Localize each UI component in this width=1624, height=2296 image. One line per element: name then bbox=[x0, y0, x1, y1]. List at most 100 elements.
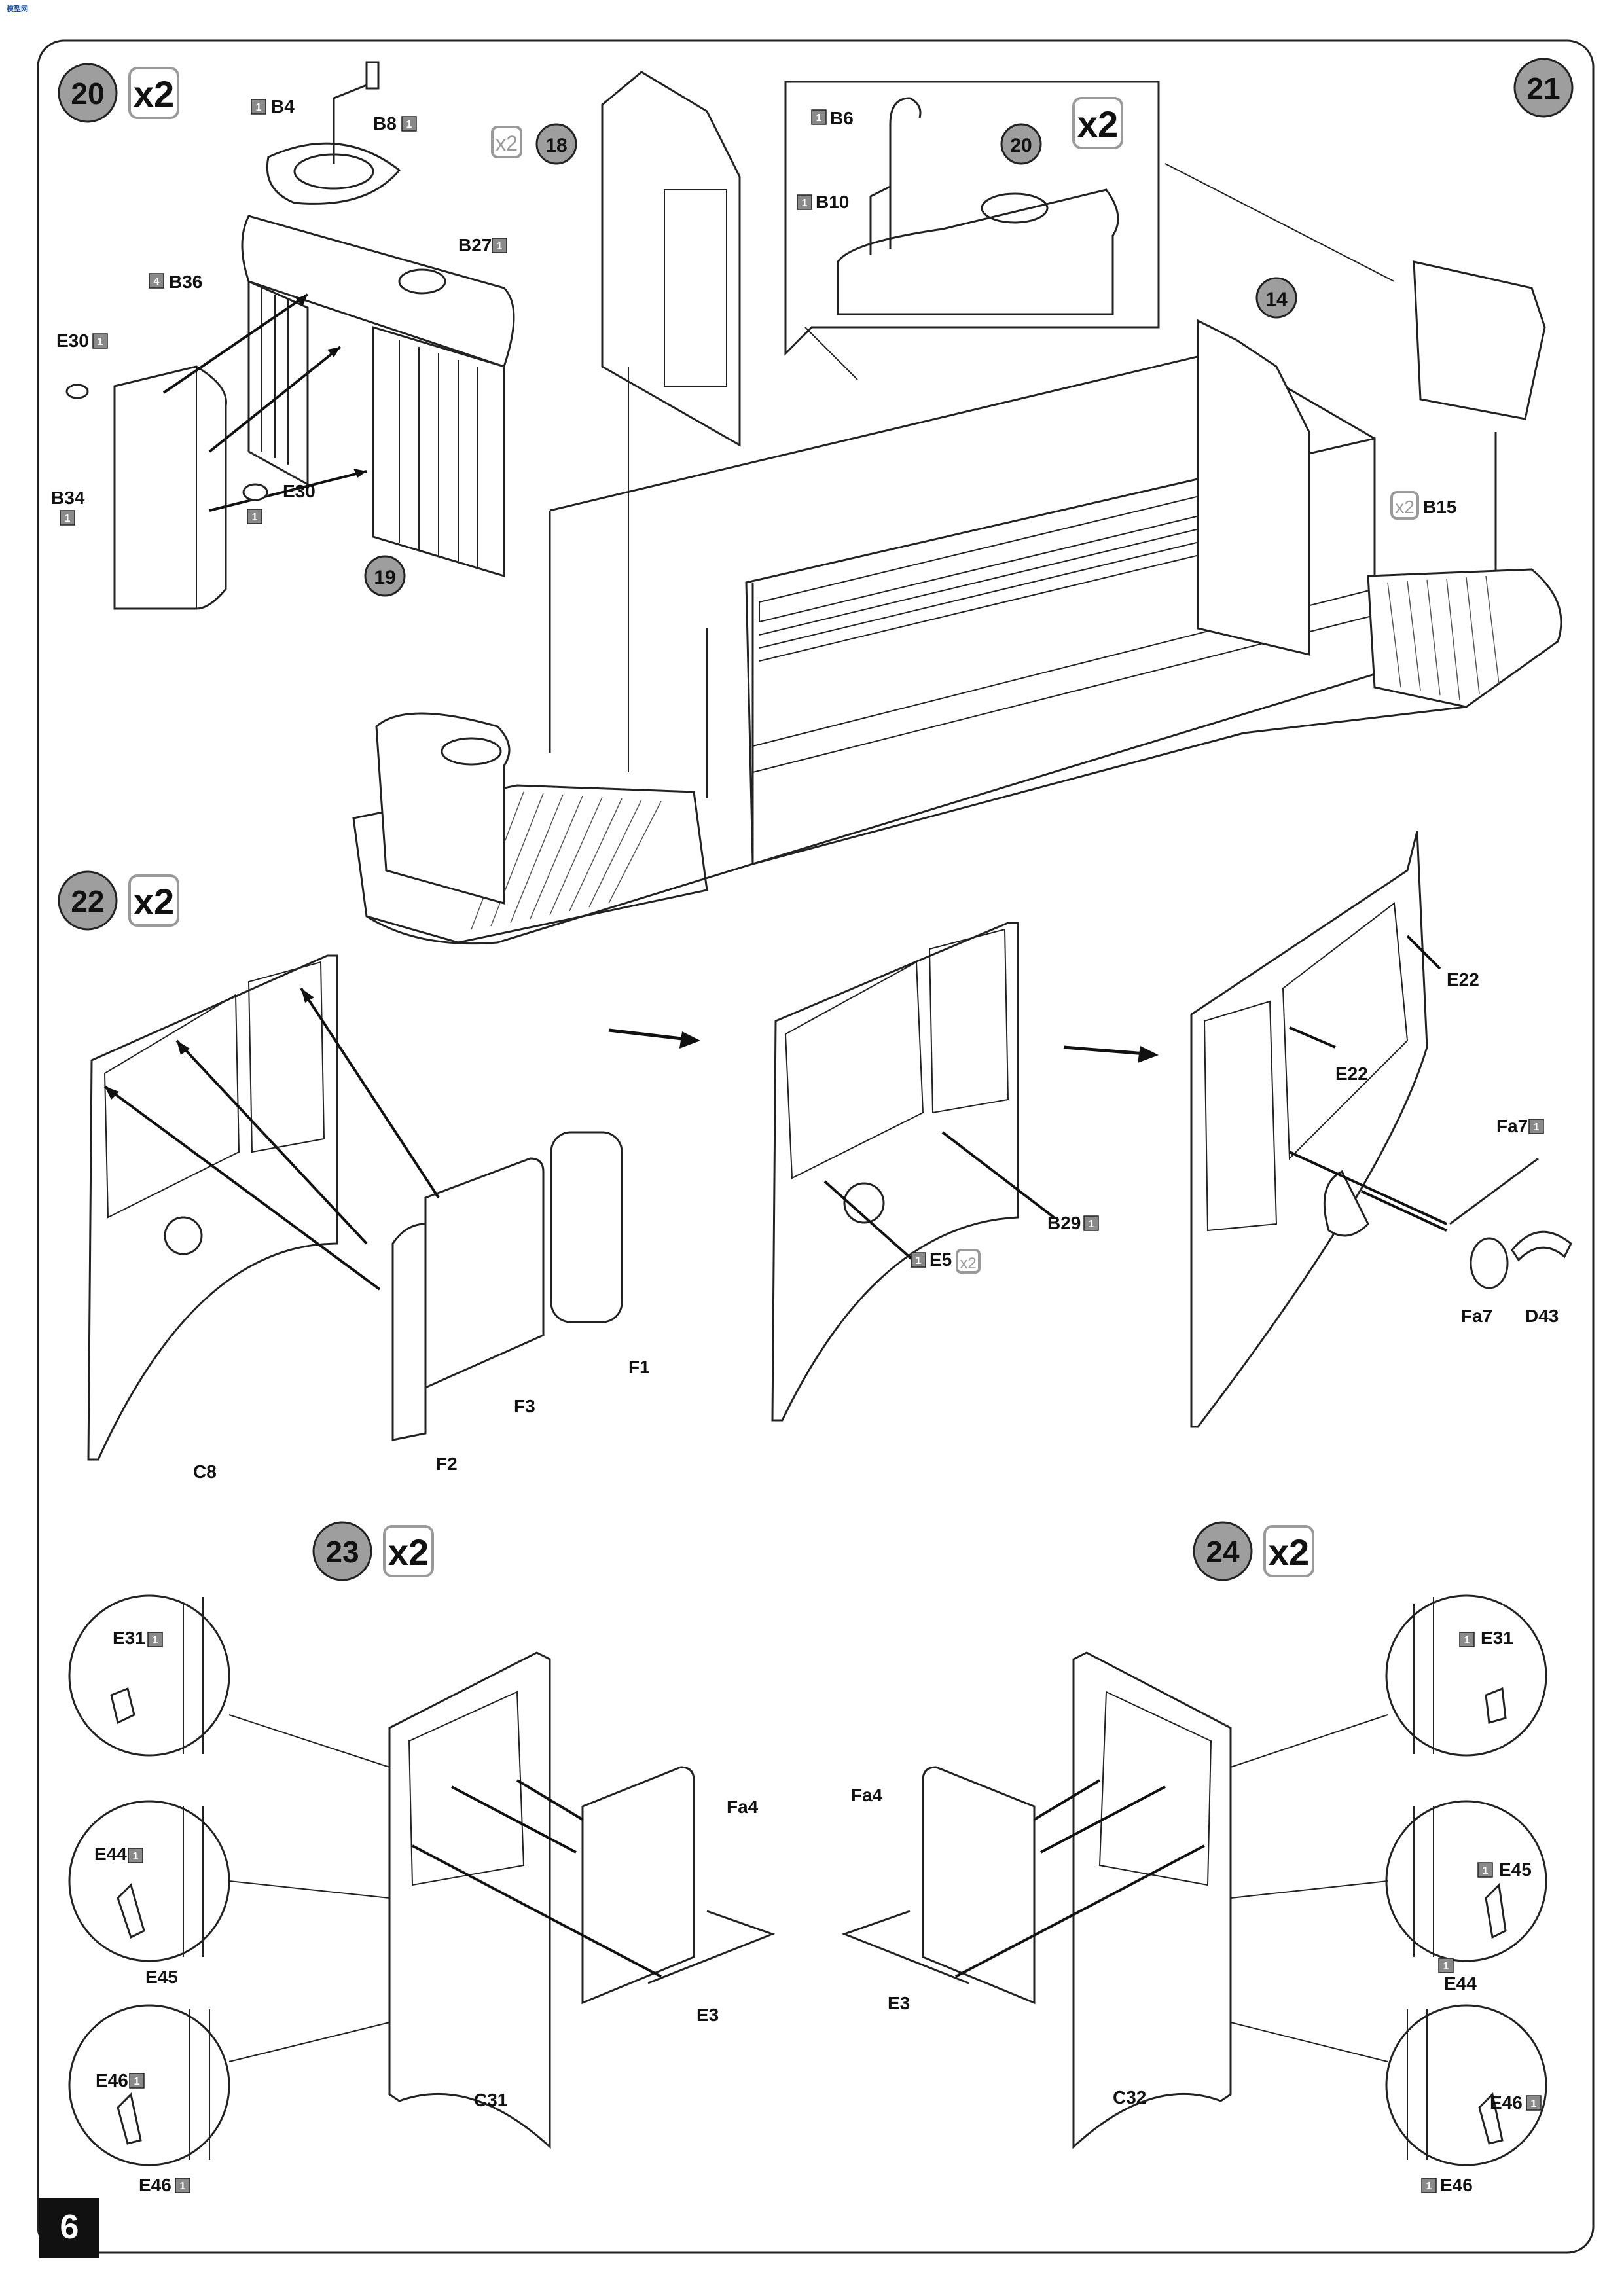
qty-box bbox=[811, 109, 827, 125]
part-label-e46b: E46 bbox=[139, 2175, 171, 2195]
stand-controller bbox=[441, 737, 502, 766]
detail-circle-e44 bbox=[68, 1800, 230, 1962]
qty-box bbox=[1528, 1119, 1544, 1134]
door-frame-inner bbox=[408, 1691, 525, 1886]
qty-box bbox=[911, 1252, 926, 1268]
qty-box bbox=[128, 1848, 143, 1863]
hinge-e45 bbox=[1485, 1882, 1507, 1939]
arrow bbox=[162, 293, 367, 512]
multiplier-box-small bbox=[1390, 491, 1419, 520]
window-frame bbox=[1203, 902, 1409, 1232]
crank-handle bbox=[365, 61, 380, 90]
qty-box bbox=[1459, 1632, 1475, 1647]
qty: 1 bbox=[1443, 1961, 1449, 1972]
hinge-e31 bbox=[1485, 1687, 1507, 1724]
box-b34 bbox=[113, 365, 227, 610]
detail-circle-e45 bbox=[1385, 1800, 1547, 1962]
pointer-lines bbox=[1230, 1714, 1388, 2062]
multiplier-box bbox=[128, 874, 179, 927]
qty: 1 bbox=[65, 513, 71, 524]
door-frame-inner bbox=[1098, 1691, 1212, 1886]
multiplier-label: x2 bbox=[388, 1532, 429, 1573]
step-number: 21 bbox=[1526, 71, 1560, 105]
glass-f2 bbox=[391, 1223, 427, 1441]
multiplier-box bbox=[128, 67, 179, 119]
part-label-b8: B8 bbox=[373, 113, 397, 134]
control-stand-left bbox=[375, 712, 511, 905]
callout-14-label: 14 bbox=[1265, 289, 1288, 310]
callout-18-label: 18 bbox=[545, 135, 567, 156]
qty: 1 bbox=[252, 512, 258, 523]
part-label-e45: E45 bbox=[1499, 1859, 1532, 1880]
rail-e3 bbox=[841, 1910, 969, 1984]
multiplier-box bbox=[383, 1525, 434, 1577]
multiplier-label-small: x2 bbox=[496, 132, 518, 155]
page-border bbox=[37, 39, 1595, 2254]
door-panel-fa4 bbox=[581, 1766, 695, 2005]
step-flow-arrow-head bbox=[1138, 1046, 1159, 1063]
multiplier-box-small bbox=[956, 1249, 981, 1274]
platform-grating bbox=[1387, 575, 1500, 701]
step-number: 24 bbox=[1206, 1535, 1240, 1569]
detail-inset bbox=[784, 81, 1160, 356]
qty: 1 bbox=[133, 1851, 139, 1862]
inset-pointer bbox=[804, 163, 1395, 380]
detail-circle-e46 bbox=[1385, 2004, 1547, 2166]
part-label-f2: F2 bbox=[436, 1454, 458, 1474]
bracket-fa7 bbox=[1449, 1157, 1539, 1225]
multiplier-label-small: x2 bbox=[1395, 497, 1415, 517]
step-number: 20 bbox=[71, 77, 104, 111]
step-badge bbox=[58, 63, 118, 123]
bulkhead-18 bbox=[601, 71, 741, 447]
part-label-e31: E31 bbox=[113, 1628, 145, 1648]
qty-box bbox=[247, 509, 262, 524]
step-number: 23 bbox=[325, 1535, 359, 1569]
detail-posts bbox=[183, 1597, 210, 2160]
detail-circle-e31 bbox=[1385, 1594, 1547, 1757]
part-label-e44: E44 bbox=[1444, 1973, 1477, 1994]
part-label-fa7-top: Fa7 bbox=[1496, 1116, 1528, 1136]
part-label-fa4: Fa4 bbox=[851, 1785, 883, 1805]
qty: 1 bbox=[802, 198, 808, 209]
qty: 1 bbox=[497, 241, 503, 252]
window-frame bbox=[103, 961, 325, 1219]
part-label-e22: E22 bbox=[1335, 1064, 1368, 1084]
part-e30b bbox=[242, 483, 268, 501]
part-label-c31: C31 bbox=[474, 2090, 507, 2110]
qty-box bbox=[129, 2073, 145, 2089]
detail-posts bbox=[1407, 1597, 1434, 2160]
part-label-fa7: Fa7 bbox=[1461, 1306, 1492, 1326]
multiplier-label: x2 bbox=[134, 881, 174, 922]
step-flow-arrow bbox=[1063, 1045, 1146, 1056]
qty-box bbox=[149, 273, 164, 289]
qty: 1 bbox=[406, 119, 412, 130]
step-23: 23 x2 E31 1 E44 1 E45 E46 1 E46 1 Fa4 bbox=[68, 1521, 776, 2195]
detail-circle-e31 bbox=[68, 1594, 230, 1757]
end-frame-step-c bbox=[1190, 831, 1428, 1428]
arrow bbox=[823, 1131, 1055, 1265]
tram-upper-rail bbox=[549, 511, 754, 864]
step-badge bbox=[1513, 58, 1574, 118]
multiplier-box bbox=[1263, 1525, 1314, 1577]
step-21: 21 x2 18 20 x2 1 B6 1 B10 x2 B15 bbox=[352, 58, 1574, 945]
window-frame bbox=[784, 928, 1009, 1179]
glass-f3 bbox=[424, 1157, 545, 1390]
porthole bbox=[843, 1182, 885, 1224]
qty: 1 bbox=[1426, 2181, 1432, 2192]
rod-b6 bbox=[889, 97, 922, 249]
headlight-ring bbox=[1323, 1170, 1369, 1237]
fender-d43 bbox=[1511, 1230, 1572, 1262]
part-label-b4: B4 bbox=[271, 96, 295, 117]
door-panel-fa4 bbox=[922, 1766, 1036, 2005]
part-label-e5: E5 bbox=[929, 1249, 952, 1270]
part-label-e45: E45 bbox=[145, 1967, 178, 1987]
step-flow-arrow bbox=[608, 1028, 688, 1041]
qty: 1 bbox=[1483, 1865, 1489, 1876]
arrow bbox=[412, 1779, 662, 1978]
inset-dashboard bbox=[837, 188, 1119, 315]
qty: 1 bbox=[916, 1255, 922, 1266]
qty-box bbox=[1477, 1862, 1493, 1878]
hinge-e46 bbox=[1478, 2092, 1504, 2145]
qty: 1 bbox=[1534, 1122, 1540, 1133]
